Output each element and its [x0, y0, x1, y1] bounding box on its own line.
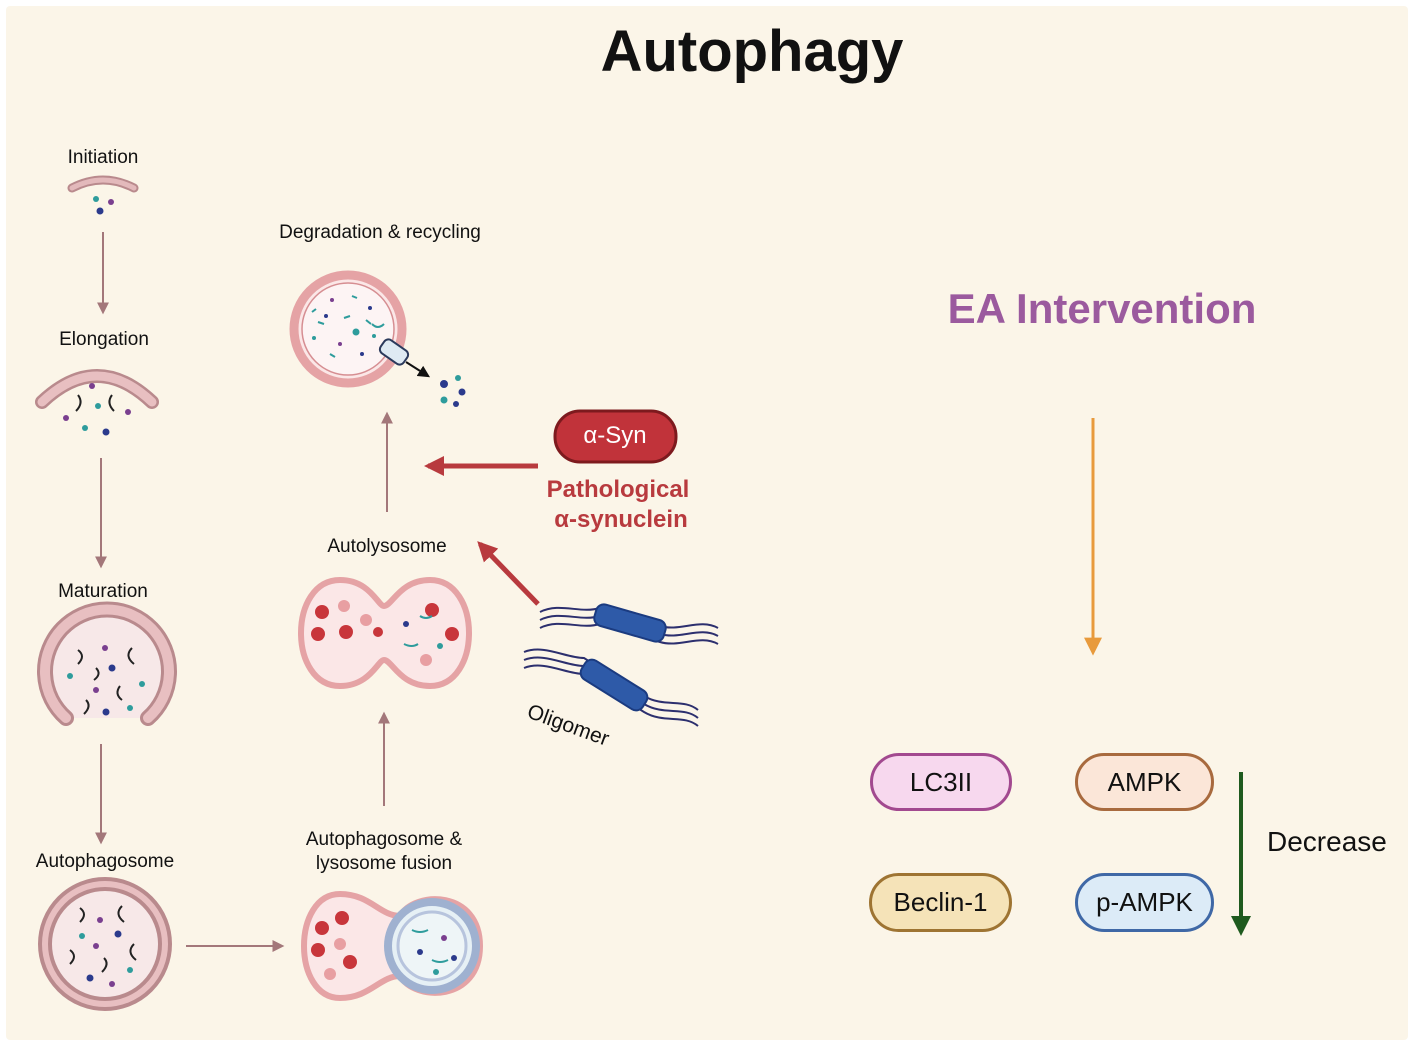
- fusion-vesicle: [301, 890, 484, 1002]
- background-panel: [6, 6, 1408, 1040]
- pathological-label: Pathological: [546, 476, 690, 503]
- oligomer-arrow: [477, 541, 540, 606]
- asynuclein-label: α-synuclein: [554, 506, 688, 533]
- stage-label-autolysosome: Autolysosome: [327, 536, 447, 557]
- stage-label-initiation: Initiation: [67, 147, 139, 168]
- elongation-phagophore: [35, 369, 159, 436]
- stage-label-fusion-line1: Autophagosome &: [305, 829, 463, 850]
- initiation-phagophore: [67, 175, 139, 215]
- decrease-label: Decrease: [1267, 826, 1387, 857]
- degradation-vesicle: [289, 270, 466, 407]
- marker-p-ampk: p-AMPK: [1075, 873, 1214, 932]
- figure-title: Autophagy: [600, 19, 904, 84]
- autolysosome-vesicle: [298, 576, 472, 690]
- stage-label-elongation: Elongation: [59, 329, 149, 350]
- asyn-badge-label: α-Syn: [583, 422, 647, 449]
- stage-label-fusion-line2: lysosome fusion: [315, 853, 453, 874]
- stage-label-maturation: Maturation: [58, 581, 148, 602]
- ea-intervention-title: EA Intervention: [947, 285, 1257, 332]
- marker-ampk: AMPK: [1075, 753, 1214, 811]
- asyn-badge: [553, 409, 678, 464]
- oligomer-fibrils: [523, 603, 719, 727]
- marker-beclin-1: Beclin-1: [869, 873, 1012, 932]
- stage-label-autophagosome: Autophagosome: [35, 851, 175, 872]
- maturation-vesicle: [37, 601, 177, 726]
- stage-arrows: [95, 232, 393, 952]
- marker-lc3ii: LC3II: [870, 753, 1012, 811]
- autophagosome-vesicle: [38, 877, 172, 1011]
- stage-label-degradation: Degradation & recycling: [279, 222, 481, 243]
